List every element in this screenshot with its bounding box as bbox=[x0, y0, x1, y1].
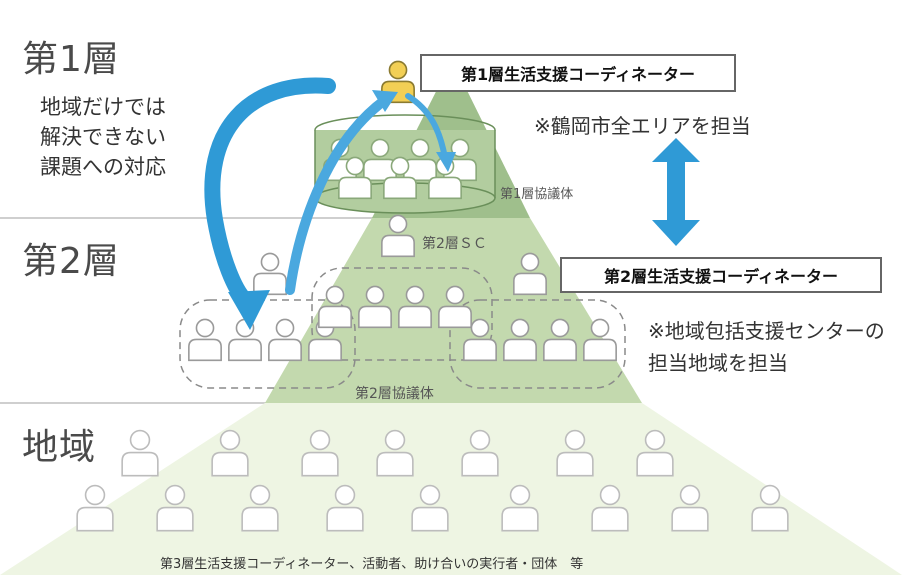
person-icon bbox=[513, 252, 547, 296]
community-person-icon bbox=[301, 429, 339, 477]
council2-member-icon bbox=[543, 318, 577, 362]
level2-label: 第2層 bbox=[22, 241, 120, 282]
community-person-icon bbox=[501, 484, 539, 532]
council1-member-icon bbox=[383, 156, 417, 200]
coordinator2-short-label: 第2層ＳＣ bbox=[422, 236, 487, 252]
coordination-arrow-shaft bbox=[667, 160, 685, 222]
coordinator2-note: ※地域包括支援センターの 担当地域を担当 bbox=[648, 319, 885, 375]
community-person-icon bbox=[76, 484, 114, 532]
council2-group-center bbox=[311, 267, 493, 361]
base-label: 第3層生活支援コーディネーター、活動者、助け合いの実行者・団体 等 bbox=[160, 557, 584, 572]
community-person-icon bbox=[211, 429, 249, 477]
council2-member-icon bbox=[358, 285, 392, 329]
coordinator1-box: 第1層生活支援コーディネーター bbox=[420, 54, 736, 92]
community-person-icon bbox=[636, 429, 674, 477]
community-person-icon bbox=[591, 484, 629, 532]
coordination-arrow-top-head bbox=[652, 138, 700, 162]
community-person-icon bbox=[556, 429, 594, 477]
coordinator2-box: 第2層生活支援コーディネーター bbox=[560, 257, 882, 293]
community-person-icon bbox=[376, 429, 414, 477]
left-note: 地域だけでは 解決できない 課題への対応 bbox=[40, 95, 166, 179]
council1-member-icon bbox=[403, 138, 437, 182]
descend-arrow bbox=[204, 77, 336, 308]
council2-member-icon bbox=[188, 318, 222, 362]
council2-member-icon bbox=[318, 285, 352, 329]
ascend-arrow bbox=[285, 95, 390, 295]
descend-arrow-head bbox=[228, 290, 270, 330]
community-person-icon bbox=[751, 484, 789, 532]
inner-arrow bbox=[405, 93, 448, 161]
level3-label: 地域 bbox=[22, 427, 97, 468]
council2-member-icon bbox=[583, 318, 617, 362]
council2-label: 第2層協議体 bbox=[355, 386, 434, 402]
council2-member-icon bbox=[268, 318, 302, 362]
council2-member-icon bbox=[398, 285, 432, 329]
level1-label: 第1層 bbox=[22, 39, 120, 80]
council2-member-icon bbox=[438, 285, 472, 329]
council2-member-icon bbox=[228, 318, 262, 362]
inner-arrow-head bbox=[436, 152, 456, 172]
council1-member-icon bbox=[338, 156, 372, 200]
council1-label: 第1層協議体 bbox=[500, 187, 574, 202]
community-person-icon bbox=[326, 484, 364, 532]
community-person-icon bbox=[411, 484, 449, 532]
ascend-arrow-head bbox=[372, 90, 398, 112]
coordination-arrow-bottom-head bbox=[652, 220, 700, 246]
community-person-icon bbox=[156, 484, 194, 532]
council2-group-left bbox=[179, 299, 356, 389]
community-person-icon bbox=[461, 429, 499, 477]
council2-member-icon bbox=[463, 318, 497, 362]
person-icon bbox=[253, 252, 287, 296]
coordinator2-person-icon bbox=[381, 214, 415, 258]
community-person-icon bbox=[121, 429, 159, 477]
community-person-icon bbox=[241, 484, 279, 532]
council2-member-icon bbox=[503, 318, 537, 362]
council2-group-right bbox=[449, 299, 626, 389]
community-person-icon bbox=[671, 484, 709, 532]
coordinator1-note: ※鶴岡市全エリアを担当 bbox=[534, 114, 751, 138]
